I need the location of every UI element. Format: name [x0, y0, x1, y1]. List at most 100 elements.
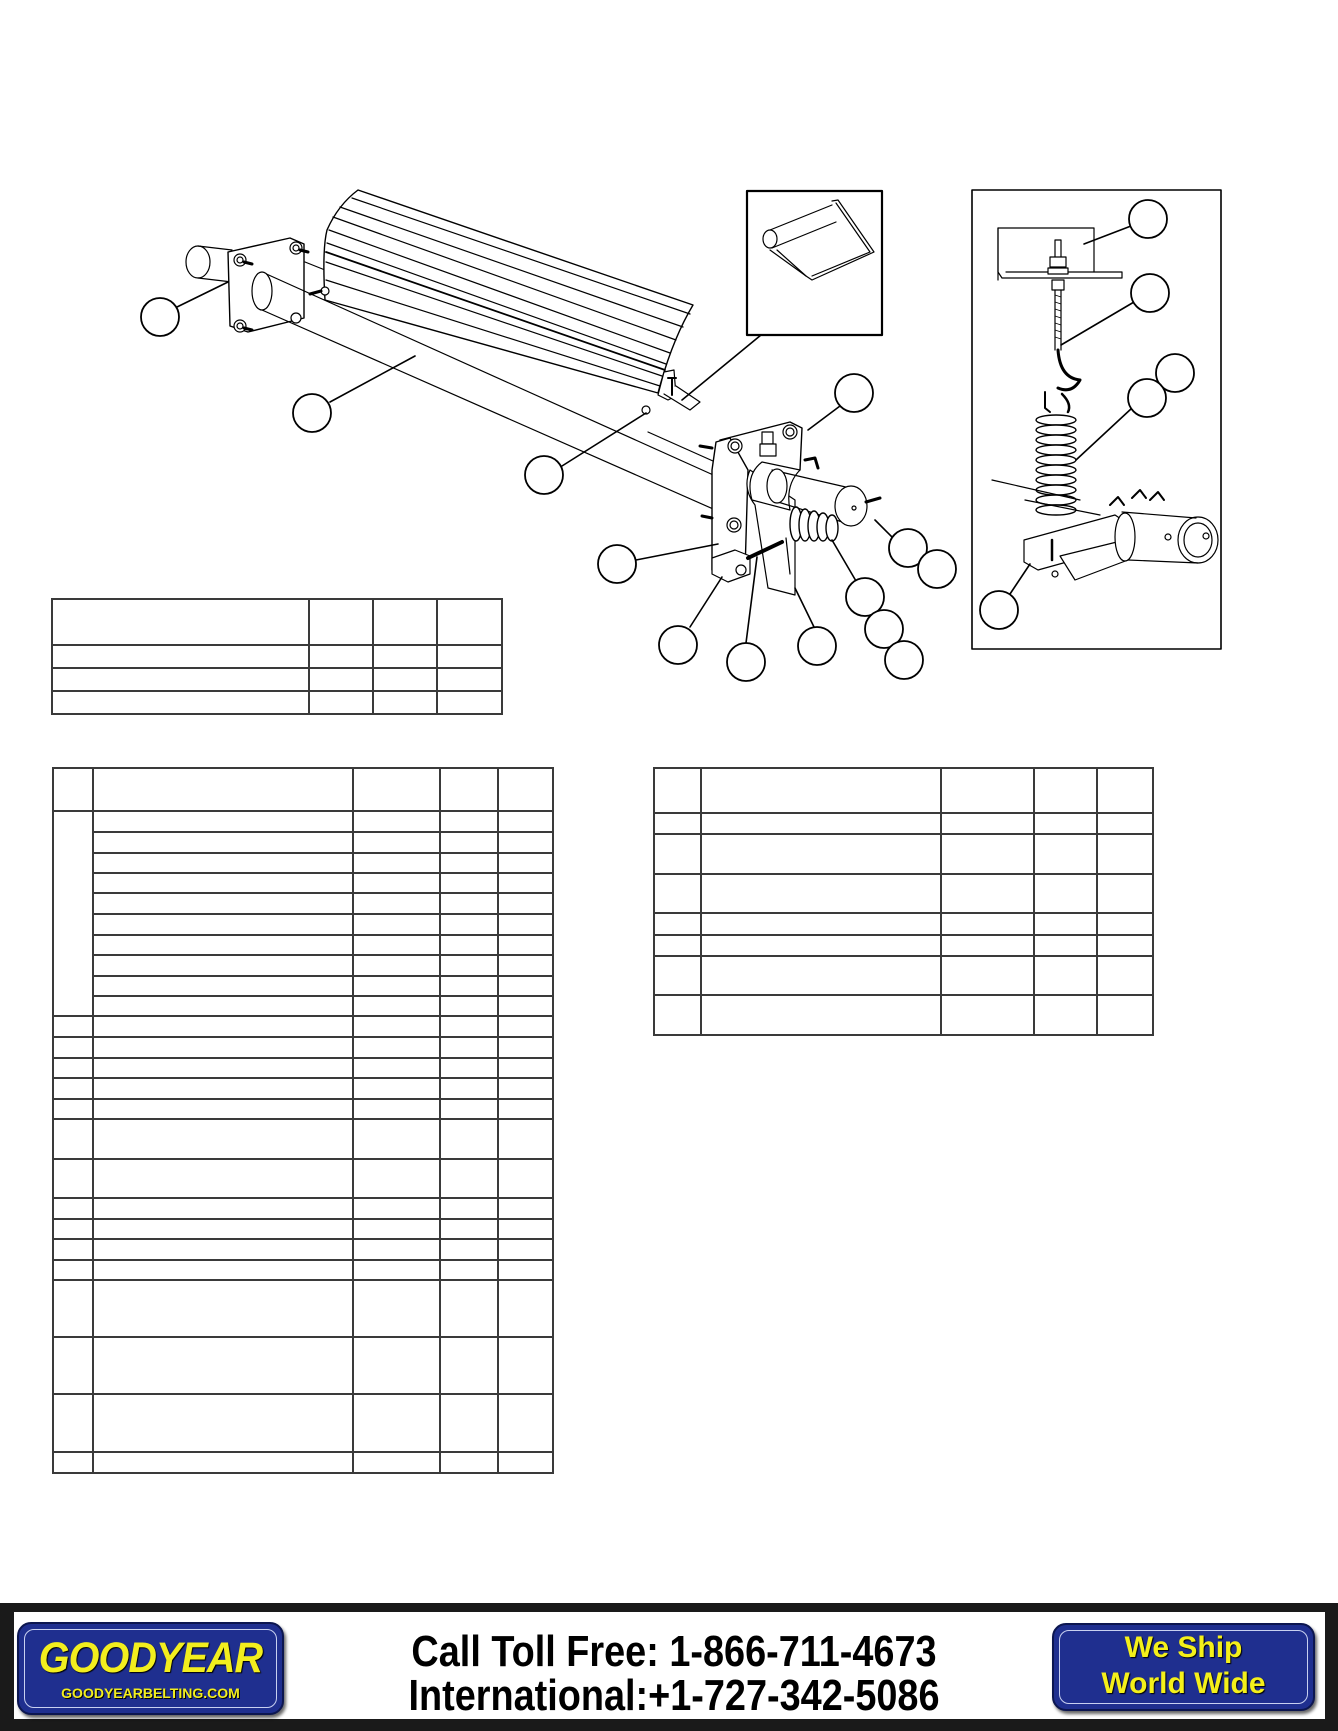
callout-circle [864, 609, 904, 649]
scraper-blade [308, 189, 701, 415]
right-tensioner-assembly [698, 421, 882, 596]
table-cell [497, 1218, 554, 1240]
table-cell [52, 1451, 94, 1474]
table-cell [940, 767, 1035, 814]
ship-line-1: We Ship [1124, 1631, 1243, 1664]
table-cell [352, 852, 441, 874]
table-cell [439, 1118, 499, 1160]
table-cell [497, 1057, 554, 1079]
table-cell [352, 1259, 441, 1281]
table-cell [439, 934, 499, 956]
table-cell [352, 1218, 441, 1240]
callout-circle [834, 373, 874, 413]
table-cell [1033, 994, 1098, 1036]
table-cell [352, 1336, 441, 1395]
table-cell [439, 1238, 499, 1261]
table-cell [352, 1077, 441, 1100]
table-cell [1033, 912, 1098, 936]
table-cell [439, 1057, 499, 1079]
table-cell [352, 872, 441, 894]
table-row [52, 810, 554, 1017]
table-cell [52, 1393, 94, 1453]
table-cell [92, 872, 354, 894]
callout-circle [1130, 273, 1170, 313]
table-row [52, 1015, 554, 1038]
callout-circle [292, 393, 332, 433]
table-row [51, 690, 503, 715]
table-cell [52, 1336, 94, 1395]
summary-table [51, 598, 503, 715]
table-cell [352, 975, 441, 997]
table-cell [439, 767, 499, 812]
table-cell [352, 831, 441, 854]
table-cell [352, 1057, 441, 1079]
table-cell [497, 954, 554, 977]
table-cell [439, 1259, 499, 1281]
goodyear-url-text: GOODYEARBELTING.COM [61, 1685, 240, 1701]
table-cell [940, 873, 1035, 914]
table-row [52, 1279, 554, 1338]
table-cell [439, 1158, 499, 1199]
table-cell [51, 667, 310, 692]
table-cell [700, 955, 942, 996]
pin-detail-inset [681, 189, 884, 401]
table-cell [352, 1118, 441, 1160]
table-cell [52, 1057, 94, 1079]
callout-circle [979, 590, 1019, 630]
callout-circle [917, 549, 957, 589]
table-cell [439, 1451, 499, 1474]
table-cell [653, 812, 702, 835]
table-cell [352, 913, 441, 936]
table-cell [700, 873, 942, 914]
table-cell [52, 1077, 94, 1100]
table-cell [700, 994, 942, 1036]
leader-lines [176, 225, 1135, 644]
callout-circle [524, 455, 564, 495]
toll-free-phone: Call Toll Free: 1-866-711-4673 [411, 1627, 937, 1676]
table-cell [497, 1098, 554, 1120]
table-cell [940, 994, 1035, 1036]
table-cell [51, 644, 310, 669]
table-cell [653, 955, 702, 996]
table-cell [352, 995, 441, 1017]
table-cell [653, 767, 702, 814]
table-cell [653, 833, 702, 875]
table-cell [308, 667, 374, 692]
table-cell [92, 1336, 354, 1395]
table-cell [497, 892, 554, 915]
table-header-row [653, 767, 1154, 814]
table-cell [352, 1393, 441, 1453]
goodyear-brand-text: GOODYEAR [38, 1634, 263, 1682]
table-cell [497, 1118, 554, 1160]
table-row [53, 934, 554, 956]
callout-circle [1128, 199, 1168, 239]
table-row [653, 912, 1154, 936]
callout-circles [140, 199, 1195, 682]
table-row [52, 1259, 554, 1281]
table-cell [92, 767, 354, 812]
table-cell [940, 812, 1035, 835]
table-cell [700, 767, 942, 814]
table-cell [92, 852, 354, 874]
table-cell [497, 1238, 554, 1261]
table-cell [940, 955, 1035, 996]
table-cell [52, 1218, 94, 1240]
table-cell [497, 913, 554, 936]
table-cell [1096, 994, 1154, 1036]
table-cell [352, 1036, 441, 1059]
table-cell [497, 852, 554, 874]
spring-detail-inset [971, 189, 1222, 650]
goodyear-logo-badge[interactable]: GOODYEAR GOODYEARBELTING.COM [17, 1622, 284, 1715]
callout-circle [658, 625, 698, 665]
table-cell [92, 934, 354, 956]
table-cell [436, 667, 503, 692]
table-cell [439, 1336, 499, 1395]
table-cell [92, 1118, 354, 1160]
table-cell [92, 1238, 354, 1261]
table-row [52, 1197, 554, 1220]
table-row [52, 1077, 554, 1100]
table-cell [439, 810, 499, 833]
table-row [53, 995, 554, 1017]
table-cell [439, 1218, 499, 1240]
table-cell [92, 1036, 354, 1059]
